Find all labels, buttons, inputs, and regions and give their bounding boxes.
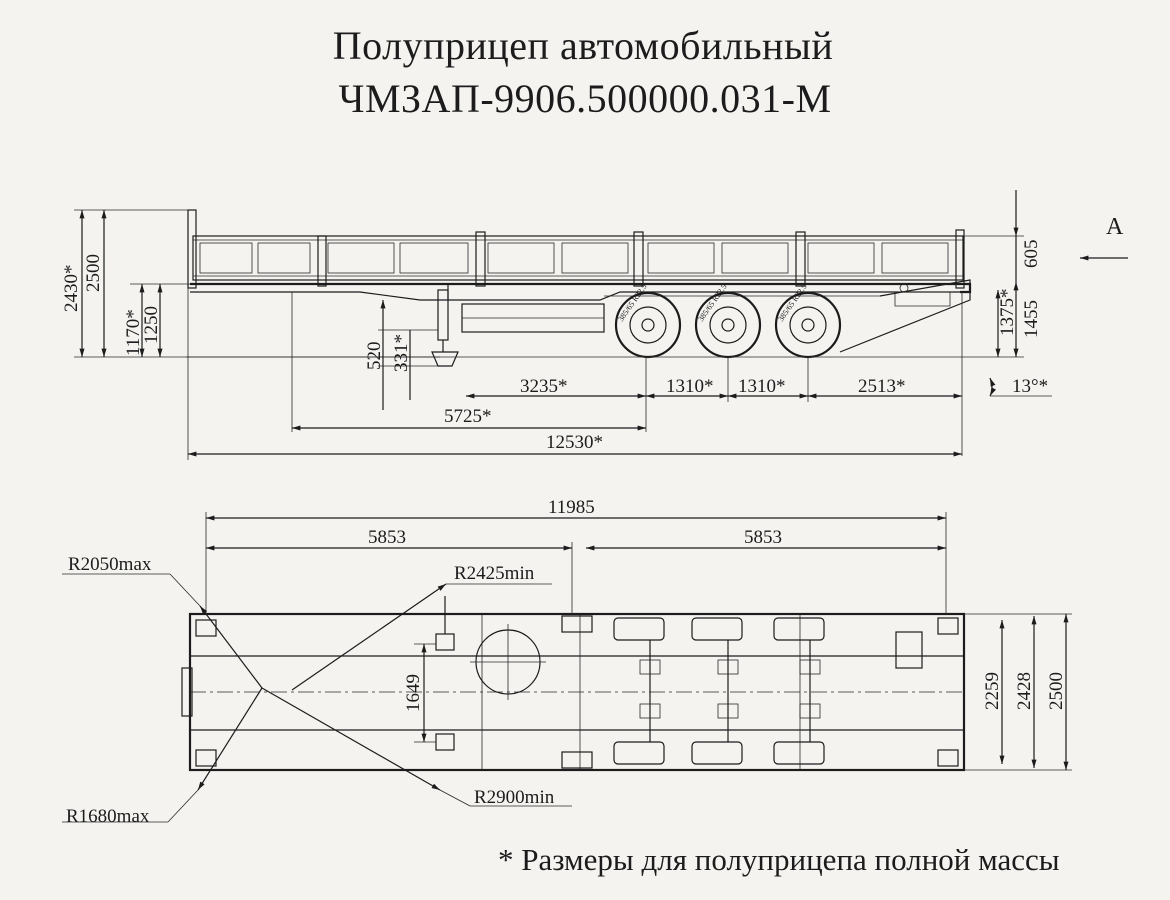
support-pad-lower [435,733,455,751]
side-board-panels [199,242,949,274]
landing-gear [431,289,459,367]
dim-platform-length: 11985 [548,497,595,518]
dim-overall-height: 2500 [83,254,104,292]
top-view: 11985 5853 5853 2259 2428 2500 1649 [62,497,1072,827]
wheel-axle-1: 385/65 R22.5 [614,282,682,359]
dim-rear-height: 1455 [1021,300,1042,338]
dim-axle-spacing-1: 1310* [666,376,714,397]
rear-equipment-box [895,631,923,669]
dim-kingpin-track: 1649 [403,674,424,712]
support-pad-upper [435,633,455,651]
corner-fittings [195,615,959,769]
dim-deck-height: 1250 [141,306,162,344]
chassis-top-rail [190,282,972,294]
drawing-title-line-1: Полуприцеп автомобильный [332,23,834,68]
front-bulkhead [181,667,193,717]
dim-half-length-front: 5853 [368,527,406,548]
dim-rear-height-loaded: 1375* [997,289,1018,337]
rear-ramp [839,279,971,353]
radius-front-max: R2050max [68,554,152,575]
drawing-title-line-2: ЧМЗАП-9906.500000.031-М [338,76,832,121]
wheel-axle-3: 385/65 R22.5 [774,282,842,359]
dim-axle-spacing-2: 1310* [738,376,786,397]
dim-support-height: 520 [364,342,385,371]
dim-side-height: 605 [1021,240,1042,269]
radius-rear-max: R1680max [66,806,150,827]
dim-rear-overhang: 2513* [858,376,906,397]
board-stakes [317,229,965,289]
dim-inner-width: 2259 [982,672,1003,710]
side-board [192,235,964,281]
wheel-axle-2: 385/65 R22.5 [694,282,762,359]
dim-deck-height-loaded: 1170* [123,309,144,356]
radius-outer-min: R2900min [474,787,555,808]
front-board-post [187,209,197,289]
dim-overall-width: 2500 [1046,672,1067,710]
dim-half-length-rear: 5853 [744,527,782,548]
wheels-plan [613,617,825,765]
dim-overall-height-loaded: 2430* [61,265,82,313]
dim-kingpin-to-axle-center: 5725* [444,406,492,427]
dim-support-height-loaded: 331* [391,334,412,372]
view-label-a: А [1106,214,1124,240]
side-view: 385/65 R22.5 385/65 R22.5 385/65 R22.5 [61,190,1128,460]
dim-overall-length: 12530* [546,432,603,453]
footnote: * Размеры для полуприцепа полной массы [498,842,1060,877]
dim-departure-angle: 13°* [1012,376,1048,397]
dim-kingpin-to-axle: 3235* [520,376,568,397]
radius-kingpin-min: R2425min [454,563,535,584]
dim-mid-width: 2428 [1014,672,1035,710]
